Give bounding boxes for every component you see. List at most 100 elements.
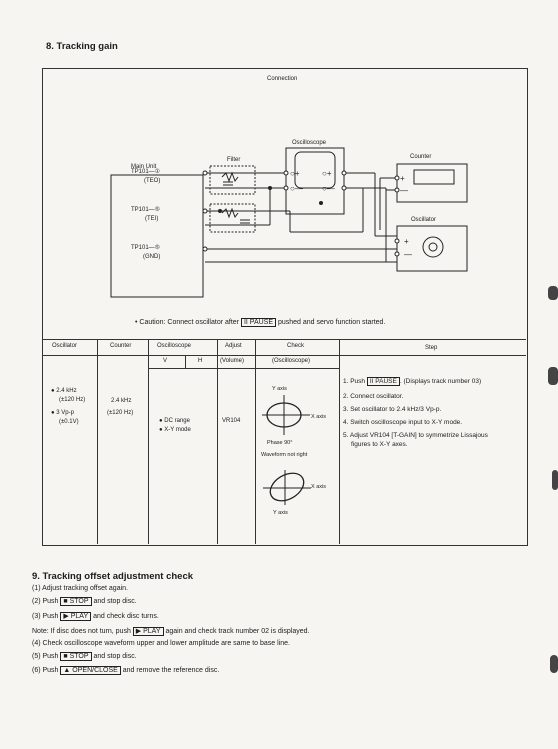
check-phase: Phase 90° <box>267 440 293 446</box>
header-oscilloscope: Oscilloscope <box>157 343 192 349</box>
s9-item-1: (1) Adjust tracking offset again. <box>32 585 128 592</box>
s9-item-5: (5) Push ■ STOP and stop disc. <box>32 652 137 661</box>
stop-key: ■ STOP <box>60 597 92 606</box>
svg-text:○—: ○— <box>290 184 303 193</box>
osc-freq: ● 2.4 kHz <box>51 388 77 394</box>
step-2: 2. Connect oscillator. <box>343 393 404 400</box>
s9-item-5-suffix: and stop disc. <box>93 653 137 660</box>
s9-item-6-suffix: and remove the reference disc. <box>122 667 220 674</box>
caution-prefix: • Caution: Connect oscillator after <box>135 319 240 326</box>
section-9-title: 9. Tracking offset adjustment check <box>32 571 194 582</box>
s9-note: Note: If disc does not turn, push ▶ PLAY… <box>32 627 310 636</box>
play-key: ▶ PLAY <box>60 612 92 621</box>
s9-item-5-prefix: (5) Push <box>32 653 59 660</box>
subheader-volume: (Volume) <box>220 358 245 364</box>
tp-gnd-sub: (GND) <box>143 254 161 260</box>
osc-freq-tol: (±120 Hz) <box>59 397 86 403</box>
header-check: Check <box>287 343 305 349</box>
s9-item-6: (6) Push ▲ OPEN/CLOSE and remove the ref… <box>32 666 220 675</box>
step-1-num: 03) <box>471 378 482 385</box>
subheader-h: H <box>198 358 203 364</box>
oscillator-dial-outer <box>422 236 444 258</box>
osc-amp: ● 3 Vp-p <box>51 410 74 416</box>
check-x-axis: X axis <box>311 414 326 420</box>
header-step: Step <box>425 345 438 351</box>
caution-suffix: pushed and servo function started. <box>277 319 386 326</box>
connection-diagram: ○+ ○— ○+ ○— + — + — <box>110 147 468 298</box>
scope-knob <box>319 201 323 205</box>
svg-text:—: — <box>404 250 412 259</box>
resistor-1 <box>221 171 239 183</box>
lissajous-incorrect <box>269 472 305 502</box>
tp-gnd-label: TP101—⑤ <box>131 245 161 251</box>
main-unit-label: Main Unit <box>131 164 157 170</box>
svg-text:○+: ○+ <box>290 169 300 178</box>
oscilloscope-label: Oscilloscope <box>292 140 327 146</box>
subheader-v: V <box>163 358 168 364</box>
svg-text:○+: ○+ <box>322 169 332 178</box>
scope-xy: ● X-Y mode <box>159 427 191 433</box>
s9-note-suffix: again and check track number 02 is displ… <box>165 628 310 635</box>
oscillator-box <box>396 225 468 272</box>
open-close-key: ▲ OPEN/CLOSE <box>60 666 121 675</box>
check-waveform-caption: Waveform not right <box>261 452 308 458</box>
tp-teo-sub: (TEO) <box>144 178 161 184</box>
step-4: 4. Switch oscilloscope input to X-Y mode… <box>343 419 463 426</box>
s9-item-2-prefix: (2) Push <box>32 598 59 605</box>
adjust-vr104: VR104 <box>222 418 241 424</box>
svg-text:○—: ○— <box>322 184 335 193</box>
s9-note-prefix: Note: If disc does not turn, push <box>32 628 131 635</box>
stop-key-2: ■ STOP <box>60 652 92 661</box>
step-1-pause-key: II PAUSE <box>366 377 400 386</box>
connection-label: Connection <box>267 76 298 82</box>
tp-tei-sub: (TEI) <box>145 216 159 222</box>
counter-tol: (±120 Hz) <box>107 410 134 416</box>
tp-teo-label: TP101—① <box>131 169 161 175</box>
binding-hole-2 <box>548 367 558 385</box>
caution-line: • Caution: Connect oscillator after II P… <box>135 318 386 327</box>
counter-freq: 2.4 kHz <box>111 398 132 404</box>
scope-dc: ● DC range <box>159 418 190 424</box>
counter-label: Counter <box>410 154 432 160</box>
binding-hole-4 <box>550 655 558 673</box>
svg-text:+: + <box>400 174 405 183</box>
resistor-2 <box>221 207 239 219</box>
s9-item-4: (4) Check oscilloscope waveform upper an… <box>32 640 290 647</box>
svg-text:—: — <box>400 186 408 195</box>
header-adjust: Adjust <box>225 343 242 349</box>
step-1-suffix: . (Displays track number <box>399 378 470 385</box>
section-8-title: 8. Tracking gain <box>46 41 118 52</box>
s9-item-6-prefix: (6) Push <box>32 667 59 674</box>
step-1: 1. Push II PAUSE. (Displays track number… <box>343 377 482 386</box>
diagram-frame <box>42 68 528 546</box>
binding-hole-1 <box>548 286 558 300</box>
s9-item-3-prefix: (3) Push <box>32 613 59 620</box>
tp-tei-label: TP101—⑤ <box>131 207 161 213</box>
check-y-axis: Y axis <box>272 386 287 392</box>
step-3: 3. Set oscillator to 2.4 kHz/3 Vp-p. <box>343 406 442 413</box>
s9-item-3-suffix: and check disc turns. <box>93 613 159 620</box>
main-unit-box <box>110 174 204 298</box>
osc-amp-tol: (±0.1V) <box>59 419 79 425</box>
binding-hole-3 <box>552 470 558 490</box>
header-counter: Counter <box>110 343 132 349</box>
check-y-axis-2: Y axis <box>273 510 288 516</box>
play-key-note: ▶ PLAY <box>132 627 164 636</box>
counter-box <box>396 163 468 203</box>
s9-item-3: (3) Push ▶ PLAY and check disc turns. <box>32 612 159 621</box>
filter-1 <box>209 165 256 195</box>
step-5-line-1: 5. Adjust VR104 [T-GAIN] to symmetrize L… <box>343 432 488 439</box>
s9-item-2: (2) Push ■ STOP and stop disc. <box>32 597 137 606</box>
oscillator-dial-inner <box>428 242 438 252</box>
header-oscillator: Oscillator <box>52 343 78 349</box>
check-figures <box>262 395 311 505</box>
check-x-axis-2: X axis <box>311 484 326 490</box>
step-5-line-2: figures to X-Y axes. <box>351 441 408 448</box>
s9-item-2-suffix: and stop disc. <box>93 598 137 605</box>
filter-label: Filter <box>227 157 241 163</box>
lissajous-correct <box>266 402 302 428</box>
svg-text:+: + <box>404 237 409 246</box>
oscilloscope-box <box>285 147 345 215</box>
filter-2 <box>209 203 256 233</box>
step-1-prefix: 1. Push <box>343 378 366 385</box>
